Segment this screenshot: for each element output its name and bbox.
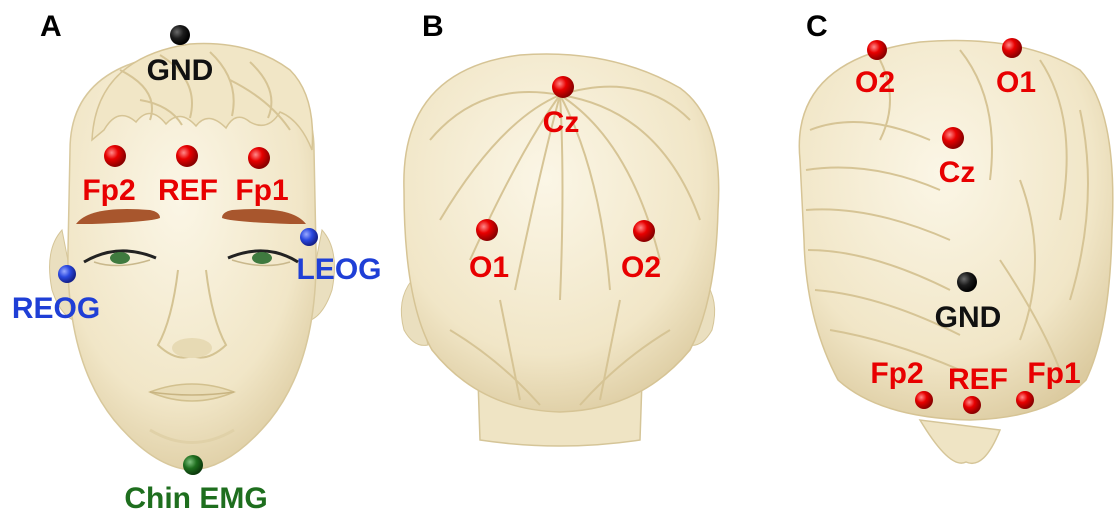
panel-b-letter: B [422, 10, 444, 43]
ref-label-top: REF [948, 363, 1008, 396]
head-top-illustration [799, 41, 1113, 464]
panel-b: B [401, 10, 718, 446]
fp2-label: Fp2 [82, 174, 135, 207]
ref-electrode [176, 145, 198, 167]
panel-c: C [799, 10, 1113, 463]
o1-label-top: O1 [996, 66, 1036, 99]
fp2-electrode-top [915, 391, 933, 409]
reog-label: REOG [12, 292, 100, 325]
gnd-electrode [170, 25, 190, 45]
o2-electrode-top [867, 40, 887, 60]
panel-a: A [12, 10, 382, 515]
cz-electrode [552, 76, 574, 98]
fp2-label-top: Fp2 [870, 357, 923, 390]
head-front-illustration [50, 44, 335, 470]
o1-electrode-top [1002, 38, 1022, 58]
o2-label-top: O2 [855, 66, 895, 99]
chin-emg-electrode [183, 455, 203, 475]
reog-electrode [58, 265, 76, 283]
leog-electrode [300, 228, 318, 246]
fp1-electrode-top [1016, 391, 1034, 409]
cz-label-top: Cz [939, 156, 976, 189]
fp1-electrode [248, 147, 270, 169]
o1-electrode [476, 219, 498, 241]
ref-electrode-top [963, 396, 981, 414]
panel-a-letter: A [40, 10, 62, 43]
o1-label: O1 [469, 251, 509, 284]
gnd-label: GND [147, 54, 214, 87]
gnd-label-top: GND [935, 301, 1002, 334]
cz-electrode-top [942, 127, 964, 149]
fp2-electrode [104, 145, 126, 167]
fp1-label: Fp1 [235, 174, 288, 207]
panel-c-letter: C [806, 10, 828, 43]
fp1-label-top: Fp1 [1027, 357, 1080, 390]
o2-label: O2 [621, 251, 661, 284]
cz-label: Cz [543, 106, 580, 139]
chin-emg-label: Chin EMG [124, 482, 267, 515]
leog-label: LEOG [296, 253, 381, 286]
ref-label: REF [158, 174, 218, 207]
o2-electrode [633, 220, 655, 242]
gnd-electrode-top [957, 272, 977, 292]
